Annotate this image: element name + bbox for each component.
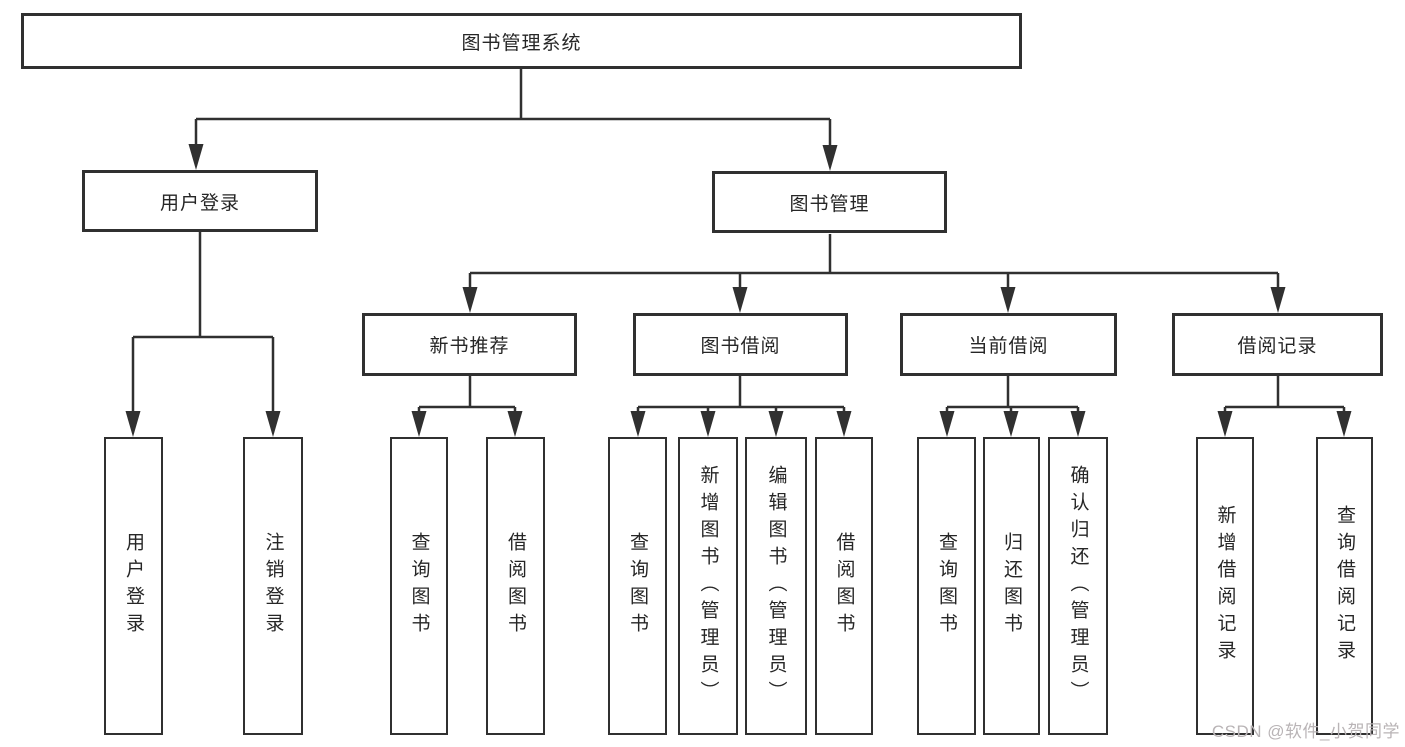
leaf-label: 查询借阅记录 [1334,505,1355,667]
node-label: 图书借阅 [700,336,781,357]
leaf-label: 查询图书 [408,532,430,640]
connector-bookborrow-to-leaves [636,376,846,416]
leaf-query-books-newbook: 查询图书 [390,437,448,735]
connector-userlogin-to-leaves [131,232,275,416]
watermark: CSDN @软件_小贺同学 [1211,722,1400,741]
arrowhead [822,145,838,171]
node-label: 用户登录 [159,192,240,214]
arrowhead [1003,411,1019,437]
leaf-edit-books-admin: 编辑图书（管理员） [745,437,807,735]
leaf-add-borrow-record: 新增借阅记录 [1196,437,1254,735]
leaf-confirm-return-admin: 确认归还（管理员） [1048,437,1108,735]
leaf-label: 查询图书 [936,532,957,640]
leaf-label: 注销登录 [262,532,284,640]
node-borrow-records: 借阅记录 [1172,313,1383,376]
node-current-borrow: 当前借阅 [900,313,1117,376]
node-label: 新书推荐 [429,336,510,357]
node-new-book-recommend: 新书推荐 [362,313,577,376]
arrowhead [125,411,141,437]
arrowhead [732,287,748,313]
leaf-logout: 注销登录 [243,437,303,735]
leaf-add-books-admin: 新增图书（管理员） [678,437,738,735]
arrowhead [265,411,281,437]
leaf-label: 新增图书（管理员） [697,464,719,708]
connector-root-to-level2 [194,68,832,150]
arrowhead [1270,287,1286,313]
arrowhead [768,411,784,437]
leaf-label: 用户登录 [123,532,144,640]
leaf-borrow-books-newbook: 借阅图书 [486,437,545,735]
leaf-query-borrow-record: 查询借阅记录 [1316,437,1373,735]
connector-records-to-leaves [1223,376,1346,416]
leaf-label: 编辑图书（管理员） [765,464,787,708]
leaf-user-login: 用户登录 [104,437,163,735]
arrowhead [1000,287,1016,313]
arrowhead [462,287,478,313]
connector-bookmgmt-to-level3 [468,234,1280,292]
node-book-management: 图书管理 [712,171,947,233]
arrowhead [1217,411,1233,437]
connector-newbook-to-leaves [417,376,517,416]
arrowhead [411,411,427,437]
leaf-label: 借阅图书 [833,532,855,640]
node-label: 当前借阅 [968,336,1049,357]
leaf-borrow-books: 借阅图书 [815,437,873,735]
arrowhead [188,144,204,170]
leaf-label: 确认归还（管理员） [1067,464,1089,708]
node-label: 图书管理系统 [461,32,582,54]
leaf-return-books: 归还图书 [983,437,1040,735]
arrowhead [1070,411,1086,437]
node-label: 借阅记录 [1237,336,1318,357]
arrowhead [700,411,716,437]
node-book-borrow: 图书借阅 [633,313,848,376]
arrowhead [507,411,523,437]
leaf-label: 新增借阅记录 [1214,505,1236,667]
leaf-label: 借阅图书 [505,532,526,640]
node-user-login: 用户登录 [82,170,318,232]
leaf-query-books-current: 查询图书 [917,437,976,735]
node-library-management-system: 图书管理系统 [21,13,1022,69]
arrowhead [939,411,955,437]
leaf-label: 归还图书 [1001,532,1022,640]
leaf-query-books-borrow: 查询图书 [608,437,667,735]
leaf-label: 查询图书 [627,532,648,640]
arrowhead [836,411,852,437]
node-label: 图书管理 [789,193,870,215]
arrowhead [1336,411,1352,437]
connector-currentborrow-to-leaves [945,376,1080,416]
arrowhead [630,411,646,437]
